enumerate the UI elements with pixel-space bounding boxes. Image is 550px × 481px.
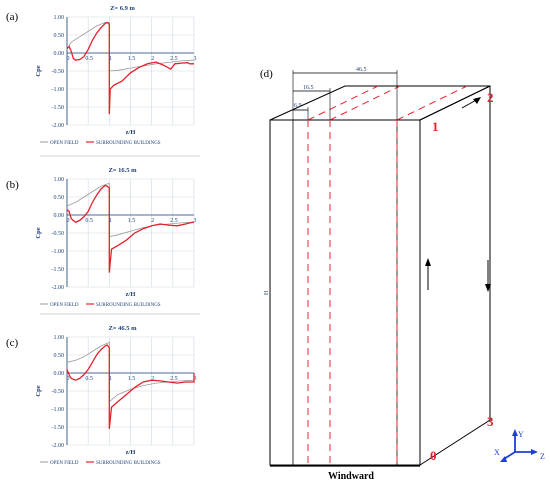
x-tick-label: 0 xyxy=(67,218,70,224)
y-tick-label: -2.00 xyxy=(52,123,65,129)
y-tick-label: 1.00 xyxy=(54,15,65,21)
series-surrounding-buildings xyxy=(66,184,195,273)
y-tick-label: -0.50 xyxy=(52,389,65,395)
axis-z-label: Z xyxy=(540,452,545,461)
x-tick-label: 1 xyxy=(109,218,112,224)
section-top-line xyxy=(329,85,401,121)
y-tick-label: 0.00 xyxy=(54,371,65,377)
y-tick-label: 1.00 xyxy=(54,335,65,341)
wind-arrow-top xyxy=(461,97,481,109)
cpe-chart-z6-9: Z= 6.9 m1.000.500.00-0.50-1.00-1.50-2.00… xyxy=(35,5,197,146)
y-tick-label: 0.00 xyxy=(54,51,65,57)
panel-label-d: (d) xyxy=(260,68,273,80)
corner-3: 3 xyxy=(487,414,494,429)
legend-label: OPEN FIELD xyxy=(50,303,79,308)
x-tick-label: 0 xyxy=(67,376,70,382)
x-tick-label: 0.5 xyxy=(85,218,93,224)
down-arrow-icon xyxy=(485,260,491,292)
corner-2: 2 xyxy=(487,90,494,105)
axis-x-label: X xyxy=(494,448,500,457)
corner-1: 1 xyxy=(432,119,439,134)
y-tick-label: -0.50 xyxy=(52,69,65,75)
series-surrounding-buildings xyxy=(66,344,195,429)
x-tick-label: 0 xyxy=(67,56,70,62)
series-surrounding-buildings xyxy=(66,21,194,115)
x-axis-label: z/H xyxy=(126,449,136,456)
chart-title: Z= 6.9 m xyxy=(110,5,135,12)
y-tick-label: -2.00 xyxy=(52,285,65,291)
x-tick-label: 1.5 xyxy=(128,56,136,62)
cpe-chart-z46-5: Z= 46.5 m1.000.500.00-0.50-1.00-1.50-2.0… xyxy=(35,325,197,466)
height-label: H xyxy=(264,290,270,295)
y-tick-label: -1.50 xyxy=(52,105,65,111)
y-axis-label: Cpe xyxy=(35,227,42,238)
panel-label-a: (a) xyxy=(6,11,19,23)
legend-label: SURROUNDING BUILDINGS xyxy=(96,141,161,146)
y-tick-label: 0.50 xyxy=(54,353,65,359)
y-tick-label: -2.00 xyxy=(52,443,65,449)
dim-46-5: 46.5 xyxy=(356,67,367,73)
chart-title: Z= 46.5 m xyxy=(108,325,137,332)
x-tick-label: 3 xyxy=(194,56,197,62)
y-tick-label: -1.50 xyxy=(52,267,65,273)
legend-label: SURROUNDING BUILDINGS xyxy=(96,461,161,466)
x-tick-label: 2.5 xyxy=(170,56,178,62)
legend-label: OPEN FIELD xyxy=(50,141,79,146)
corner-0: 0 xyxy=(430,448,437,463)
x-tick-label: 3 xyxy=(194,218,197,224)
y-tick-label: 1.00 xyxy=(54,177,65,183)
panel-label-b: (b) xyxy=(6,179,19,191)
x-tick-label: 2.5 xyxy=(170,218,178,224)
chart-title: Z= 16.5 m xyxy=(108,167,137,174)
y-tick-label: -1.00 xyxy=(52,407,65,413)
y-tick-label: -1.00 xyxy=(52,249,65,255)
x-tick-label: 1 xyxy=(109,376,112,382)
section-top-line xyxy=(307,85,379,121)
building-diagram: 46.5 16.5 6.9 H 1 2 3 0 Windward xyxy=(264,67,545,481)
coordinate-axes-icon xyxy=(500,429,538,462)
x-tick-label: 2 xyxy=(151,376,154,382)
x-tick-label: 1.5 xyxy=(128,218,136,224)
cpe-chart-z16-5: Z= 16.5 m1.000.500.00-0.50-1.00-1.50-2.0… xyxy=(35,167,197,308)
dim-6-9: 6.9 xyxy=(294,103,302,109)
y-axis-label: Cpe xyxy=(35,385,42,396)
legend-label: OPEN FIELD xyxy=(50,461,79,466)
x-tick-label: 0.5 xyxy=(85,56,93,62)
x-tick-label: 3 xyxy=(194,376,197,382)
x-axis-label: z/H xyxy=(126,129,136,136)
x-tick-label: 0.5 xyxy=(85,376,93,382)
x-tick-label: 1.5 xyxy=(128,376,136,382)
dim-16-5: 16.5 xyxy=(303,85,314,91)
y-tick-label: -1.00 xyxy=(52,87,65,93)
y-tick-label: 0.00 xyxy=(54,213,65,219)
y-tick-label: -1.50 xyxy=(52,425,65,431)
legend-label: SURROUNDING BUILDINGS xyxy=(96,303,161,308)
y-tick-label: 0.50 xyxy=(54,195,65,201)
x-tick-label: 2.5 xyxy=(170,376,178,382)
x-tick-label: 2 xyxy=(151,218,154,224)
section-top-line xyxy=(396,85,468,121)
y-axis-label: Cpe xyxy=(35,65,42,76)
panel-label-c: (c) xyxy=(6,337,19,349)
axis-y-label: Y xyxy=(518,430,524,439)
x-tick-label: 1 xyxy=(109,56,112,62)
building-side-face xyxy=(419,85,491,466)
windward-label: Windward xyxy=(328,471,374,481)
y-tick-label: -0.50 xyxy=(52,231,65,237)
x-axis-label: z/H xyxy=(126,291,136,298)
up-arrow-icon xyxy=(425,258,431,290)
x-tick-label: 2 xyxy=(151,56,154,62)
y-tick-label: 0.50 xyxy=(54,33,65,39)
